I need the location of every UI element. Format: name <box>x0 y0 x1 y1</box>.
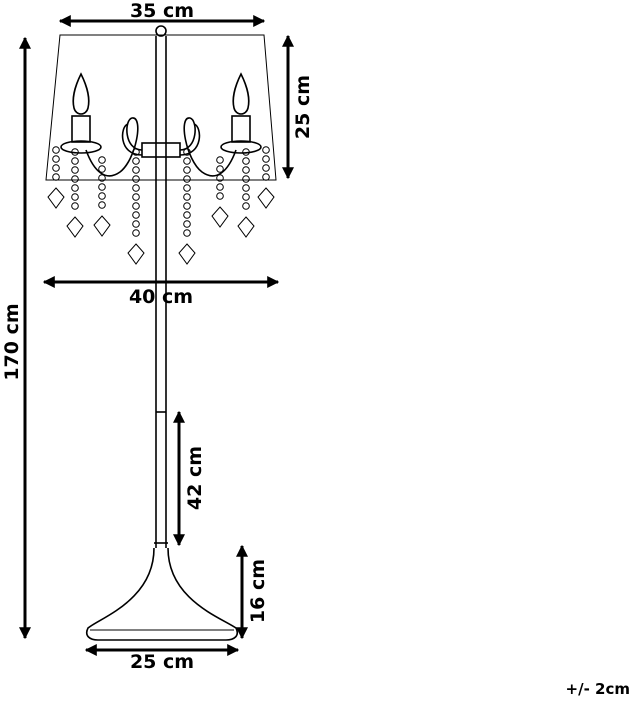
crystal-bead <box>71 166 79 174</box>
crystal-pendant <box>93 215 111 237</box>
crystal-bead <box>216 156 224 164</box>
crystal-bead <box>242 184 250 192</box>
crystal-pendant <box>47 187 65 209</box>
crystal-bead <box>71 193 79 201</box>
crystal-bead <box>98 201 106 209</box>
crystal-bead <box>183 202 191 210</box>
label-shade-top-width: 35 cm <box>130 0 194 22</box>
chandelier-arms <box>85 117 237 177</box>
pole <box>154 36 168 548</box>
crystal-pendant <box>237 216 255 238</box>
crystal-bead <box>216 174 224 182</box>
crystal-bead <box>98 156 106 164</box>
crystal-bead <box>183 175 191 183</box>
crystal-bead <box>216 192 224 200</box>
crystal-bead <box>71 175 79 183</box>
crystal-bead <box>242 148 250 156</box>
crystal-bead <box>262 173 270 181</box>
crystal-bead <box>71 202 79 210</box>
crystal-bead <box>52 155 60 163</box>
crystal-bead <box>262 155 270 163</box>
label-base-width: 25 cm <box>130 651 194 673</box>
crystal-bead <box>216 165 224 173</box>
crystal-bead <box>98 183 106 191</box>
crystal-bead <box>262 146 270 154</box>
crystal-strands <box>47 146 275 265</box>
label-chandelier-width: 40 cm <box>129 286 193 308</box>
crystal-bead <box>183 211 191 219</box>
crystal-bead <box>132 193 140 201</box>
label-pole-section: 42 cm <box>184 446 206 510</box>
dimension-arrows <box>19 14 294 656</box>
crystal-bead <box>132 157 140 165</box>
crystal-bead <box>183 148 191 156</box>
label-base-height: 16 cm <box>247 559 269 623</box>
crystal-bead <box>262 164 270 172</box>
crystal-bead <box>132 229 140 237</box>
crystal-bead <box>132 166 140 174</box>
crystal-bead <box>98 192 106 200</box>
crystal-bead <box>183 166 191 174</box>
label-shade-height: 25 cm <box>292 75 314 139</box>
crystal-bead <box>132 211 140 219</box>
crystal-bead <box>52 173 60 181</box>
crystal-bead <box>132 184 140 192</box>
crystal-bead <box>52 164 60 172</box>
crystal-bead <box>183 229 191 237</box>
crystal-pendant <box>127 243 145 265</box>
crystal-bead <box>242 175 250 183</box>
lamp-base <box>85 547 239 641</box>
crystal-bead <box>242 202 250 210</box>
crystal-bead <box>71 157 79 165</box>
crystal-bead <box>71 148 79 156</box>
crystal-pendant <box>66 216 84 238</box>
lamp-shade <box>45 34 277 181</box>
crystal-pendant <box>178 243 196 265</box>
crystal-bead <box>71 184 79 192</box>
chandelier-hub <box>141 142 181 158</box>
crystal-pendant <box>211 206 229 228</box>
crystal-bead <box>242 157 250 165</box>
tolerance-note: +/- 2cm <box>565 680 630 698</box>
crystal-bead <box>216 183 224 191</box>
crystal-bead <box>52 146 60 154</box>
crystal-bead <box>183 193 191 201</box>
crystal-bead <box>132 175 140 183</box>
crystal-bead <box>98 174 106 182</box>
crystal-bead <box>98 165 106 173</box>
crystal-pendant <box>257 187 275 209</box>
candle-right <box>220 72 262 154</box>
crystal-bead <box>132 220 140 228</box>
crystal-bead <box>183 220 191 228</box>
crystal-bead <box>183 157 191 165</box>
crystal-bead <box>132 202 140 210</box>
label-total-height: 170 cm <box>1 303 23 380</box>
crystal-bead <box>242 166 250 174</box>
crystal-bead <box>183 184 191 192</box>
crystal-bead <box>132 148 140 156</box>
crystal-bead <box>242 193 250 201</box>
candle-left <box>60 72 102 154</box>
